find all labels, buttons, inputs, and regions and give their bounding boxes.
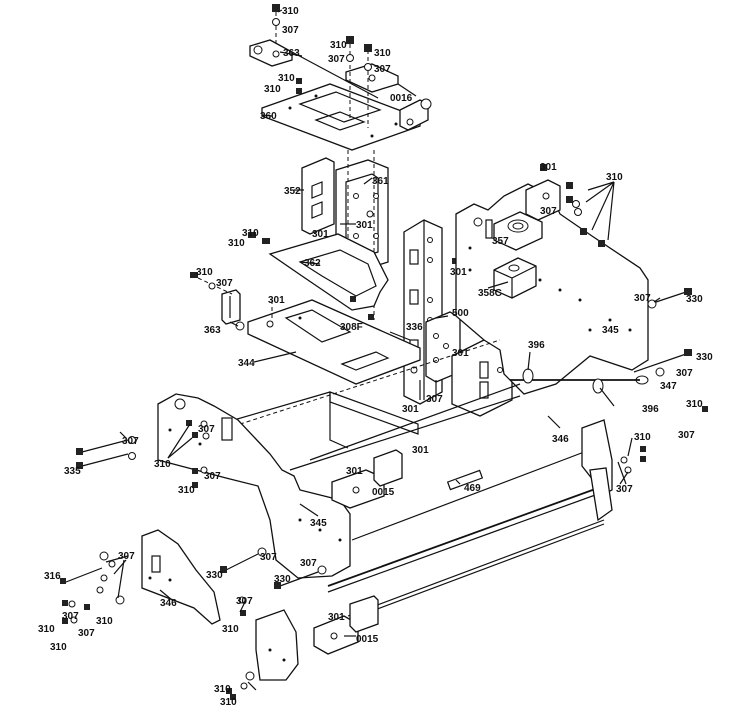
callout-label: 310 [222, 624, 239, 635]
callout-label: 310 [154, 459, 171, 470]
callout-label: 310 [282, 6, 299, 17]
callout-label: 301 [452, 348, 469, 359]
callout-label: 307 [204, 471, 221, 482]
callout-label: 308F [340, 322, 363, 333]
callout-label: 310 [96, 616, 113, 627]
callout-label: 301 [450, 267, 467, 278]
callout-label: 307 [426, 394, 443, 405]
leader-lines [105, 9, 661, 691]
callout-label: 346 [552, 434, 569, 445]
callout-label: 301 [412, 445, 429, 456]
callout-label: 361 [372, 176, 389, 187]
callout-label: 310 [264, 84, 281, 95]
top-bracket-assembly [249, 4, 432, 320]
right-side-plate [455, 164, 649, 395]
callout-label: 360 [260, 111, 277, 122]
callout-label: 307 [634, 293, 651, 304]
callout-label: 307 [62, 611, 79, 622]
callout-label: 344 [238, 358, 255, 369]
callout-label: 310 [606, 172, 623, 183]
callout-label: 330 [696, 352, 713, 363]
callout-label: 307 [328, 54, 345, 65]
callout-label: 310 [38, 624, 55, 635]
callout-label: 335 [64, 466, 81, 477]
callout-label: 346 [160, 598, 177, 609]
callout-label: 301 [356, 220, 373, 231]
callout-label: 310 [220, 697, 237, 708]
callout-label: 469 [464, 483, 481, 494]
callout-label: 301 [268, 295, 285, 306]
callout-label: 330 [274, 574, 291, 585]
callout-label: 301 [402, 404, 419, 415]
callout-label: 307 [78, 628, 95, 639]
callout-label: 307 [118, 551, 135, 562]
callout-label: 316 [44, 571, 61, 582]
rods-and-shafts [159, 288, 692, 621]
callout-label: 310 [178, 485, 195, 496]
callout-label: 307 [676, 368, 693, 379]
center-tower [190, 219, 513, 449]
callout-label: 310 [686, 399, 703, 410]
callout-label: 307 [678, 430, 695, 441]
callout-label: 301 [312, 229, 329, 240]
callout-label: 307 [260, 552, 277, 563]
callout-label: 396 [528, 340, 545, 351]
callout-label: 301 [346, 466, 363, 477]
left-frame-assembly [60, 393, 708, 700]
callout-label: 352 [284, 186, 301, 197]
callout-label: 310 [242, 228, 259, 239]
callout-label: 0015 [372, 487, 395, 498]
callout-label: 301 [540, 162, 557, 173]
callout-label: 307 [374, 64, 391, 75]
callout-label: 345 [310, 518, 327, 529]
callout-label: 310 [374, 48, 391, 59]
callout-label: 307 [282, 25, 299, 36]
callout-label: 307 [236, 596, 253, 607]
callout-label: 307 [616, 484, 633, 495]
callout-label: 307 [198, 424, 215, 435]
callout-label: 330 [206, 570, 223, 581]
callout-label: 307 [300, 558, 317, 569]
callout-label: 310 [50, 642, 67, 653]
callout-label: 307 [122, 436, 139, 447]
callout-label: 336 [406, 322, 423, 333]
callout-label: 358C [478, 288, 502, 299]
callout-label: 310 [214, 684, 231, 695]
callout-label: 310 [196, 267, 213, 278]
callout-label: 500 [452, 308, 469, 319]
callout-label: 363 [283, 48, 300, 59]
callout-label: 357 [492, 236, 509, 247]
callout-label: 310 [634, 432, 651, 443]
callout-label: 396 [642, 404, 659, 415]
callout-label: 310 [228, 238, 245, 249]
callout-label: 310 [330, 40, 347, 51]
callout-label: 0016 [390, 93, 413, 104]
callout-label: 0015 [356, 634, 379, 645]
callout-label: 345 [602, 325, 619, 336]
callout-label: 307 [540, 206, 557, 217]
callout-label: 363 [204, 325, 221, 336]
callout-label: 301 [328, 612, 345, 623]
callout-label: 310 [278, 73, 295, 84]
callout-labels: 310 307 363 310 307 310 307 0016 310 310… [38, 6, 713, 708]
callout-label: 330 [686, 294, 703, 305]
callout-label: 307 [216, 278, 233, 289]
callout-label: 347 [660, 381, 677, 392]
callout-label: 362 [304, 258, 321, 269]
